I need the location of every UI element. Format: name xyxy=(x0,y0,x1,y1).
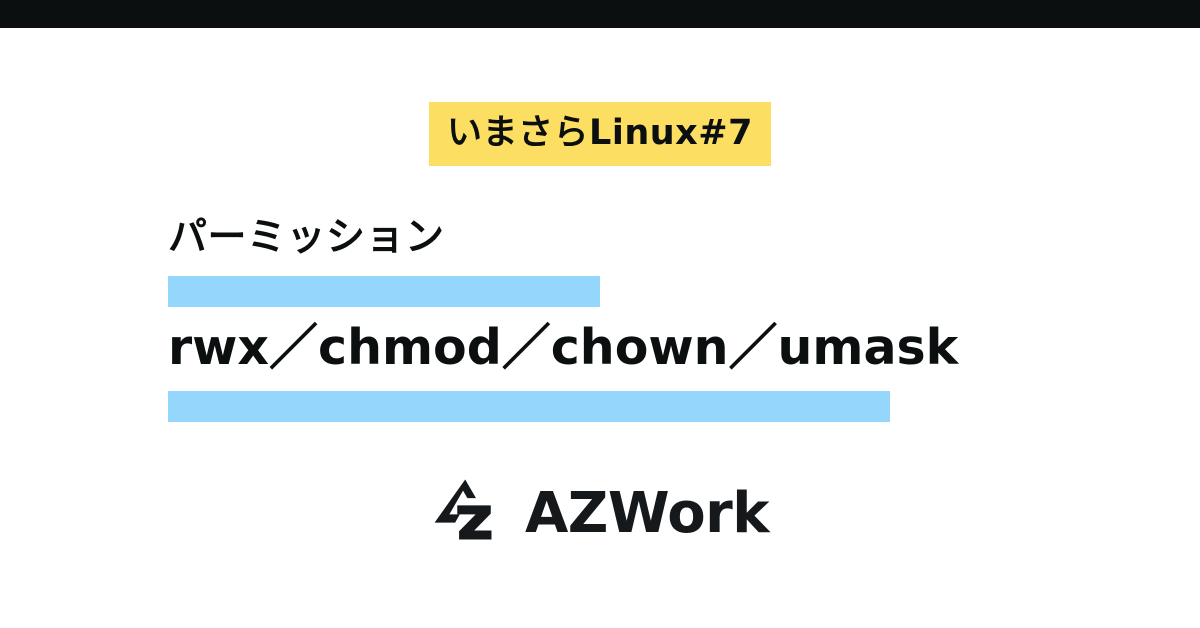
azwork-wordmark: AZWork xyxy=(524,481,770,546)
series-badge: いまさらLinux#7 xyxy=(429,102,771,166)
title-block: パーミッション rwx／chmod／chown／umask xyxy=(168,215,1068,423)
accent-rule-upper xyxy=(168,275,600,307)
azwork-logo-icon xyxy=(434,479,492,540)
accent-rule-lower xyxy=(168,391,890,423)
badge-container: いまさらLinux#7 xyxy=(0,102,1200,166)
brand-logo: AZWork xyxy=(0,474,1200,554)
title-line-primary: パーミッション xyxy=(168,215,445,260)
title-line-secondary: rwx／chmod／chown／umask xyxy=(168,318,959,376)
top-black-bar xyxy=(0,0,1200,28)
